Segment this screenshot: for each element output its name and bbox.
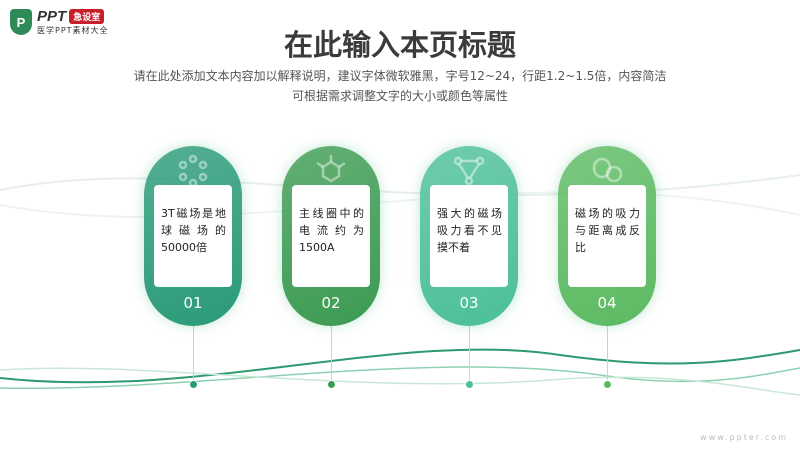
card-number: 01 bbox=[183, 294, 203, 312]
card-text: 主线圈中的电流约为1500A bbox=[292, 185, 370, 287]
hexagon-molecule-icon bbox=[315, 154, 347, 186]
card-number: 04 bbox=[597, 294, 617, 312]
feature-card-03: 强大的磁场吸力看不见摸不着 03 bbox=[420, 146, 518, 326]
subtitle-line: 请在此处添加文本内容加以解释说明，建议字体微软雅黑，字号12~24，行距1.2~… bbox=[133, 69, 667, 83]
page-title: 在此输入本页标题 bbox=[283, 28, 516, 62]
shield-icon: P bbox=[10, 9, 32, 35]
connector-line bbox=[607, 326, 608, 384]
feature-card-04: 磁场的吸力与距离成反比 04 bbox=[558, 146, 656, 326]
card-number: 02 bbox=[321, 294, 341, 312]
subtitle-line: 可根据需求调整文字的大小或颜色等属性 bbox=[291, 89, 508, 103]
feature-card-02: 主线圈中的电流约为1500A 02 bbox=[282, 146, 380, 326]
card-text: 3T磁场是地球磁场的50000倍 bbox=[154, 185, 232, 287]
cells-icon bbox=[591, 154, 623, 186]
watermark: www.ppter.com bbox=[700, 433, 788, 442]
feature-card-01: 3T磁场是地球磁场的50000倍 01 bbox=[144, 146, 242, 326]
timeline-dot bbox=[189, 380, 198, 389]
timeline-dot bbox=[327, 380, 336, 389]
logo-badge: 急设室 bbox=[69, 9, 105, 24]
connector-line bbox=[469, 326, 470, 384]
connector-line bbox=[193, 326, 194, 384]
connector-line bbox=[331, 326, 332, 384]
logo-name: PPT bbox=[37, 8, 67, 25]
triangle-nodes-icon bbox=[453, 154, 485, 186]
card-text: 强大的磁场吸力看不见摸不着 bbox=[430, 185, 508, 287]
timeline-dot bbox=[465, 380, 474, 389]
molecule-ring-icon bbox=[177, 154, 209, 188]
logo-tagline: 医学PPT素材大全 bbox=[37, 26, 109, 35]
timeline-dot bbox=[603, 380, 612, 389]
card-number: 03 bbox=[459, 294, 479, 312]
page-subtitle: 请在此处添加文本内容加以解释说明，建议字体微软雅黑，字号12~24，行距1.2~… bbox=[0, 66, 800, 106]
card-text: 磁场的吸力与距离成反比 bbox=[568, 185, 646, 287]
